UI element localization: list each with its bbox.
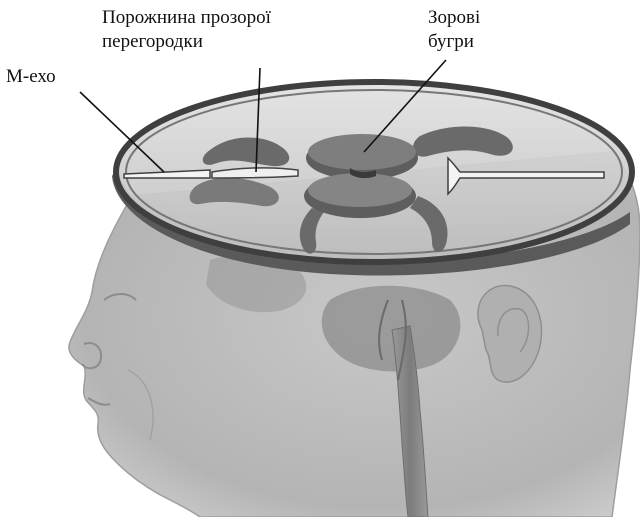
label-thalamus-line1: Зорові [428, 6, 480, 30]
leader-line-septum [256, 68, 260, 172]
label-cavum-septum-line2: перегородки [102, 30, 271, 54]
label-cavum-septum: Порожнина прозорої перегородки [102, 6, 271, 54]
leader-line-m-echo [80, 92, 164, 172]
label-m-echo: М-ехо [6, 65, 56, 89]
label-cavum-septum-line1: Порожнина прозорої [102, 6, 271, 30]
label-thalamus-line2: бугри [428, 30, 480, 54]
leader-line-thalamus [364, 60, 446, 152]
label-thalamus: Зорові бугри [428, 6, 480, 54]
label-m-echo-text: М-ехо [6, 65, 56, 89]
